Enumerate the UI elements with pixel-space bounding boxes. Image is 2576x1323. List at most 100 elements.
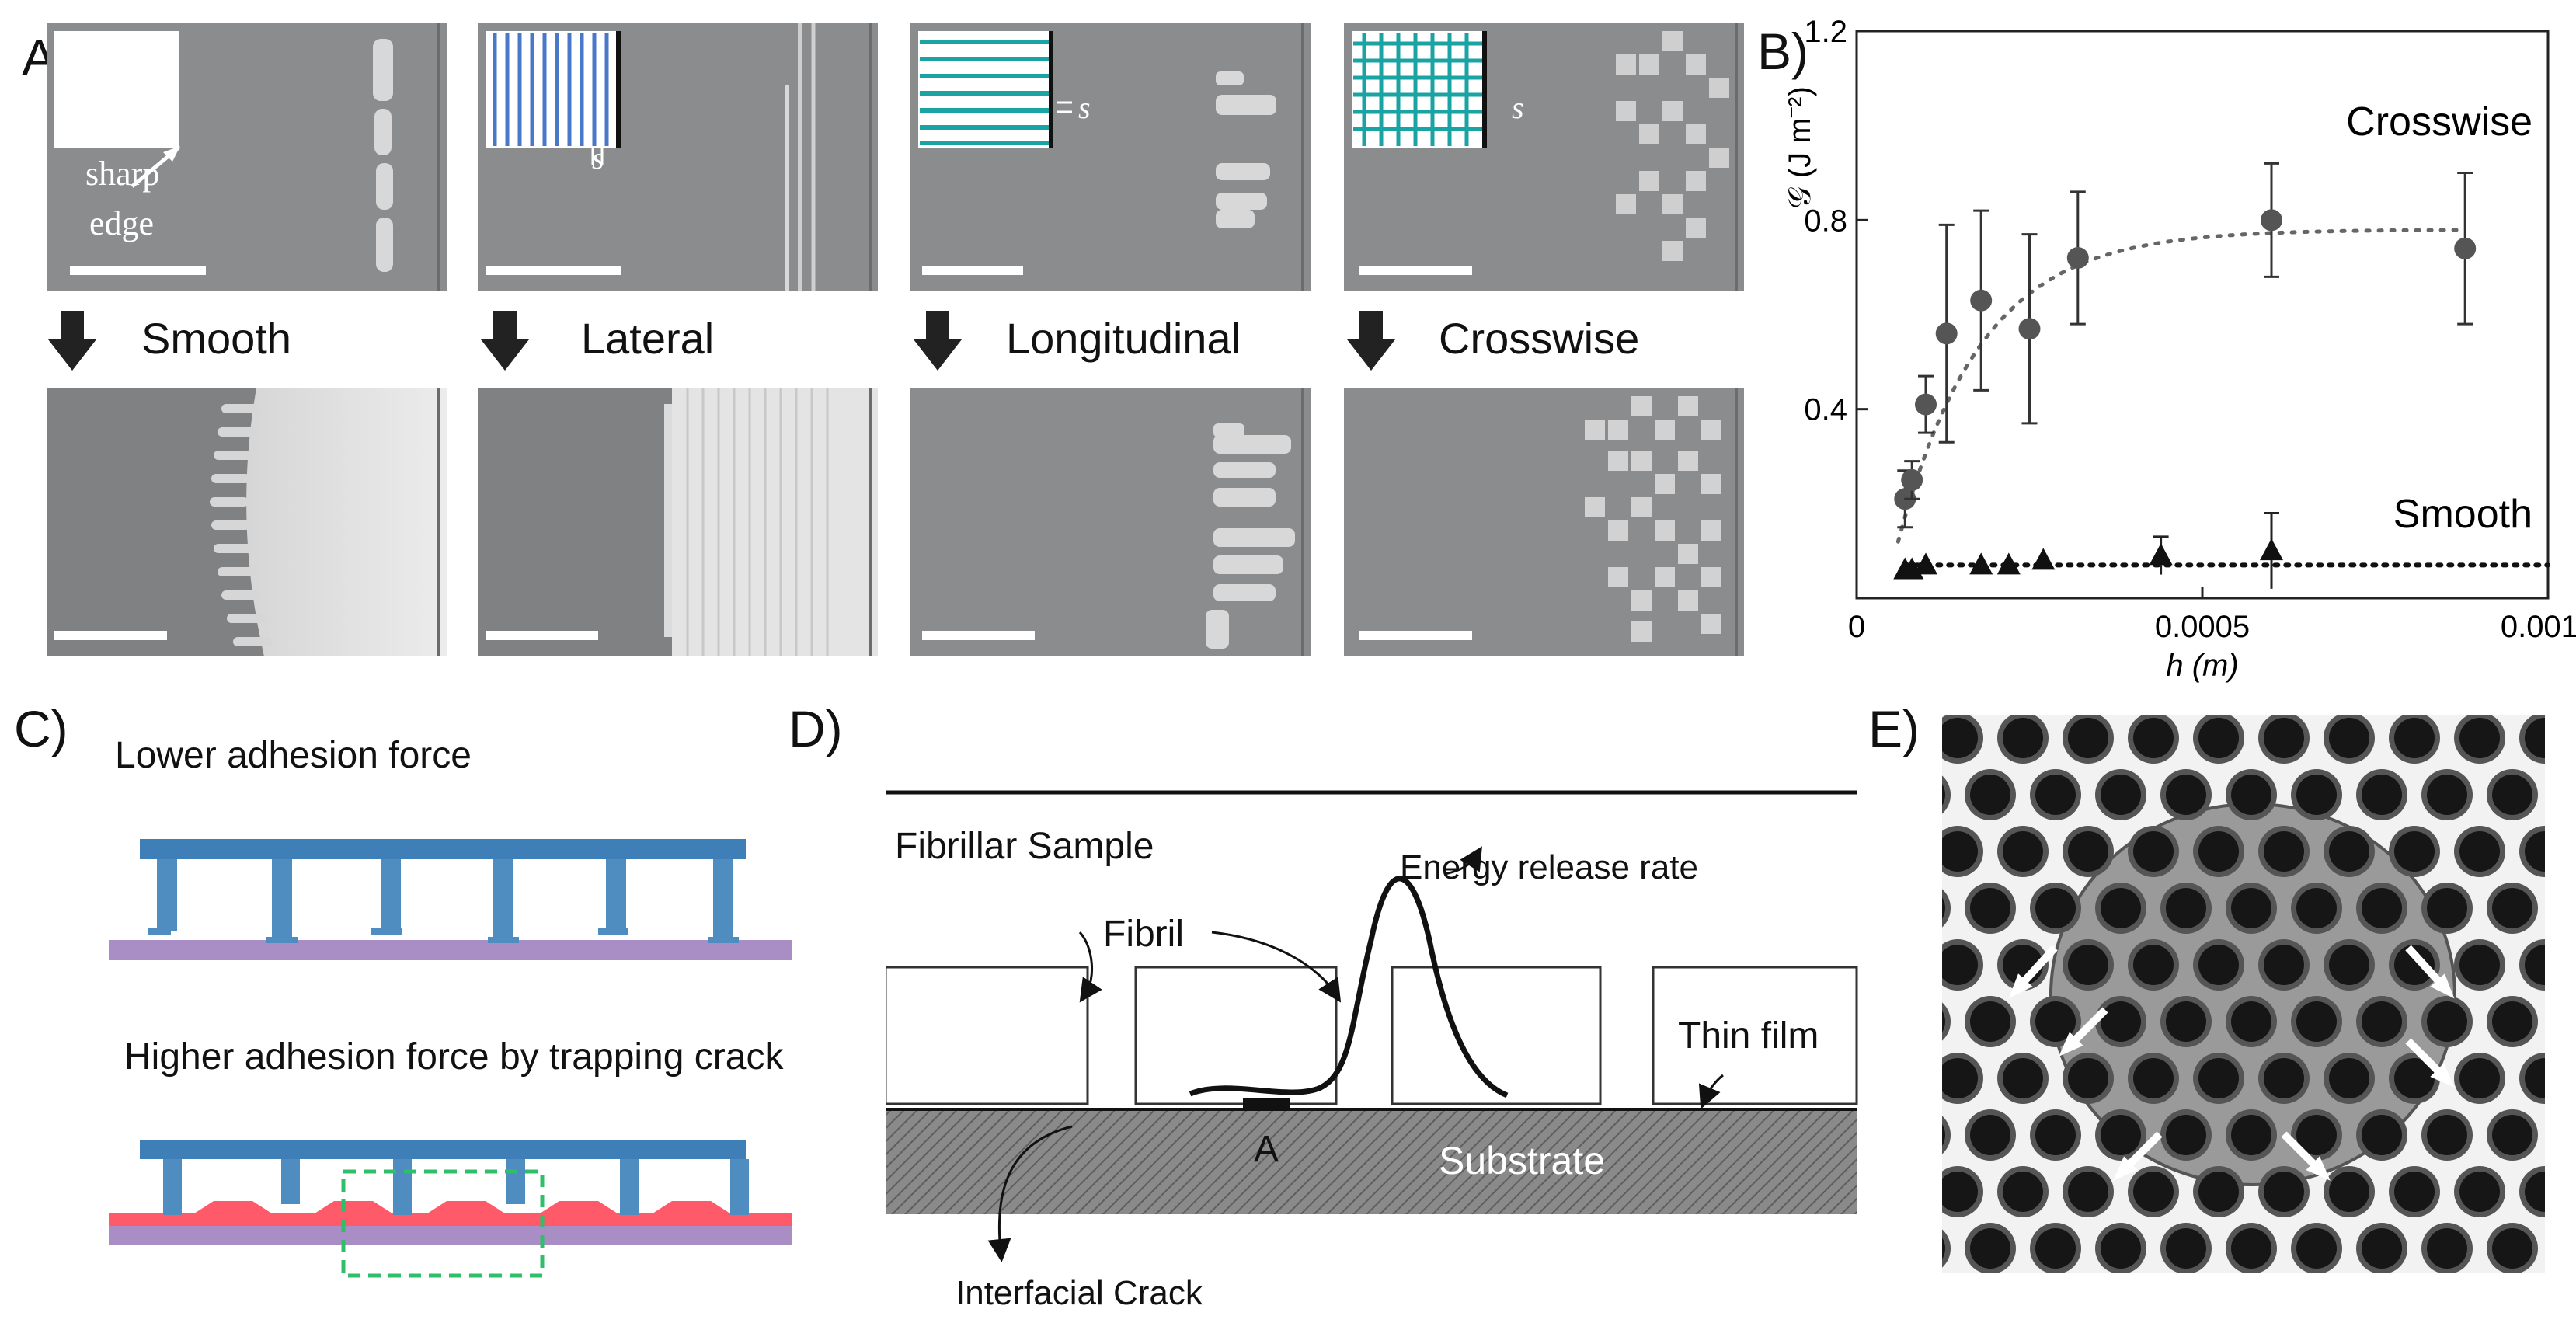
pillar (2525, 945, 2545, 985)
pillar (2525, 831, 2545, 872)
pillar (2492, 1228, 2532, 1269)
pillar (1970, 888, 2010, 928)
fibril-block (1391, 966, 1602, 1105)
pillar (1942, 718, 1978, 758)
pillar (2525, 1172, 2545, 1212)
spacing-label-crosswise: s (1512, 90, 1524, 125)
data-point-smooth (1996, 552, 2021, 575)
pillars (163, 1159, 749, 1215)
pillar (2231, 1001, 2271, 1042)
micrograph-lateral-before-svg (486, 23, 872, 291)
panel-b-letter: B) (1757, 23, 1808, 80)
pillar (1970, 1001, 2010, 1042)
white-arrow-head-icon (2008, 973, 2033, 999)
fibril-diagram (886, 790, 1858, 1262)
pillar (2459, 945, 2500, 985)
pillar (2525, 1058, 2545, 1098)
pillar (2003, 831, 2043, 872)
backing-layer (140, 1140, 746, 1159)
energy-release-curve (1189, 876, 1509, 1098)
fit-line-crosswise (1895, 228, 2467, 544)
pillar (2068, 1058, 2108, 1098)
sharp-edge-label-1: sharp (85, 155, 160, 193)
pillar (1942, 1011, 1945, 1032)
spacing-label-lateral: s (592, 141, 604, 176)
pillar (2198, 718, 2239, 758)
label-longitudinal: Longitudinal (1006, 314, 1241, 363)
label-substrate: Substrate (1439, 1139, 1606, 1182)
pillar (1942, 831, 1978, 872)
x-tick-label: 0 (1848, 610, 1865, 644)
micrograph-longitudinal-before (910, 23, 1311, 291)
y-tick-label: 0.4 (1804, 393, 1847, 427)
pillar (2492, 888, 2532, 928)
pillar (2329, 1172, 2369, 1212)
label-point-a: A (1254, 1129, 1279, 1170)
data-point-crosswise (2018, 318, 2041, 340)
pillar (2362, 1001, 2402, 1042)
pillar (2394, 831, 2435, 872)
pillar (2068, 945, 2108, 985)
data-point-crosswise (2261, 209, 2282, 232)
data-point-smooth (2149, 543, 2173, 566)
micrograph-smooth-before (47, 23, 447, 291)
white-arrow-head-icon (2430, 1063, 2455, 1088)
pillar (2133, 718, 2174, 758)
pillar (2198, 1058, 2239, 1098)
pillar-ring (1942, 1116, 1951, 1154)
data-point-smooth (1969, 552, 1993, 575)
pillar (2264, 945, 2304, 985)
micrograph-longitudinal-before-svg (918, 23, 1304, 291)
pillar (2101, 1115, 2141, 1155)
pillar (2166, 1115, 2206, 1155)
diagram-low-adhesion (109, 839, 792, 960)
pillar (2068, 718, 2108, 758)
data-point-smooth (1914, 552, 1937, 575)
pillar (1942, 1058, 1978, 1098)
pillar (2329, 1058, 2369, 1098)
pillar (2003, 718, 2043, 758)
pillar (1970, 1115, 2010, 1155)
pillar (2166, 775, 2206, 815)
pillar (2133, 1172, 2174, 1212)
pillar (2035, 888, 2076, 928)
caption-lower-adhesion: Lower adhesion force (115, 735, 472, 776)
series-label-smooth: Smooth (2393, 492, 2532, 537)
data-point-smooth (2031, 548, 2056, 570)
data-point-crosswise (1901, 468, 1923, 491)
label-fibrillar-sample: Fibrillar Sample (895, 826, 1154, 867)
pillar-ring (1942, 1229, 1951, 1268)
pillar (2394, 1172, 2435, 1212)
panel-a-arrows (48, 311, 1395, 371)
trapped-crack-layer (109, 1201, 792, 1226)
label-fibril: Fibril (1103, 914, 1184, 955)
pillar (2101, 888, 2141, 928)
pillar-ring (1942, 1002, 1951, 1041)
pillar (1942, 784, 1945, 806)
y-tick-label: 1.2 (1804, 16, 1847, 49)
y-tick-label: 0.8 (1804, 204, 1847, 238)
label-energy-release-rate: Energy release rate (1400, 848, 1698, 886)
micrograph-crosswise-before (1344, 23, 1744, 291)
fibril-block (886, 966, 1089, 1105)
data-point-crosswise (2066, 247, 2089, 269)
micrograph-longitudinal-after-svg (922, 388, 1304, 656)
label-smooth: Smooth (141, 314, 291, 363)
pillar (2296, 1115, 2337, 1155)
panel-c-letter: C) (14, 700, 68, 757)
contact-point-a (1243, 1098, 1290, 1109)
spacing-label-longitudinal: s (1078, 90, 1091, 125)
pillar (2101, 1001, 2141, 1042)
pillar (2459, 718, 2500, 758)
pillar (1942, 897, 1945, 919)
pillar (2427, 888, 2467, 928)
pillar (2296, 1001, 2337, 1042)
pillar (2264, 1172, 2304, 1212)
dashed-highlight-box (341, 1169, 545, 1278)
white-arrow-head-icon (2113, 1156, 2138, 1181)
pillar (2166, 1228, 2206, 1269)
micrograph-smooth-after (47, 388, 447, 656)
pillar (2459, 1058, 2500, 1098)
